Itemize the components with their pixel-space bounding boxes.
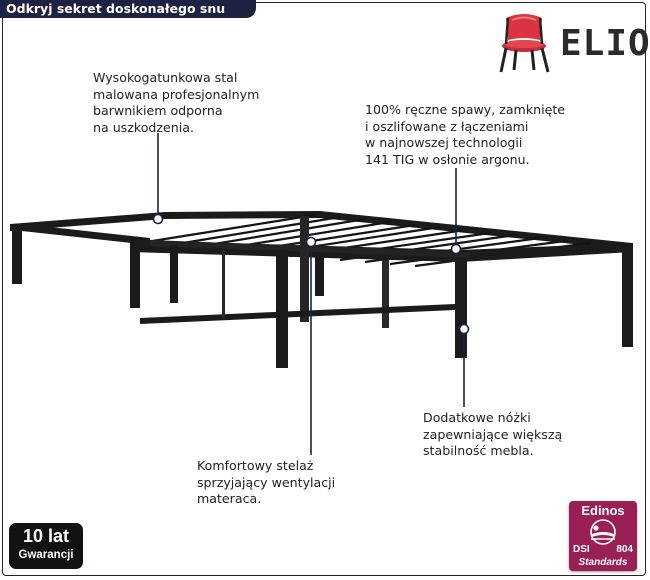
callout-line: materaca. [197,491,262,506]
callout-line: malowana profesjonalnym [93,86,260,102]
certificate-left: DSI [573,544,590,555]
callout-line: Dodatkowe nóżki [423,410,531,425]
sleeping-person-icon [590,519,616,545]
brand-logo [499,14,550,73]
callout-line: w najnowszej technologii [365,135,523,150]
warranty-label: Gwarancji [18,549,74,561]
warranty-years: 10 lat [22,526,70,546]
callout-line: 141 TIG w osłonie argonu. [365,151,530,167]
callout-pointers [152,133,470,455]
callout-slats: Komfortowy stelaż sprzyjający wentylacji… [197,458,335,508]
pointer-dot-steel [152,213,164,225]
callout-line: 100% ręczne spawy, zamknięte [365,102,566,117]
callout-line: Komfortowy stelaż [197,458,314,473]
chair-icon [499,14,550,73]
brand-name: ELIOR [560,23,650,64]
callout-line: na uszkodzenia. [93,119,194,135]
certificate-badge: Edinos DSI 804 Standards [569,501,637,571]
callout-line: stabilność mebla. [423,443,534,458]
bed-frame [10,211,633,368]
callout-line: sprzyjający wentylacji [197,474,336,490]
callout-line: i oszlifowane z łączeniami [365,118,529,134]
callout-steel: Wysokogatunkowa stal malowana profesjona… [93,70,259,136]
warranty-badge: 10 lat Gwarancji [9,523,83,569]
page-title: Odkryj sekret doskonałego snu [0,0,256,18]
callout-legs: Dodatkowe nóżki zapewniające większą sta… [423,410,562,460]
callout-line: barwnikiem odporna [93,103,223,118]
callout-line: Wysokogatunkowa stal [93,70,238,85]
certificate-standards: Standards [578,557,628,568]
pointer-dot-legs [458,323,470,335]
pointer-dot-welds [450,243,462,255]
callout-line: zapewniające większą [423,426,563,442]
certificate-number: 804 [616,544,633,555]
callout-welds: 100% ręczne spawy, zamknięte i oszlifowa… [365,102,565,168]
pointer-dot-slats [305,236,317,248]
certificate-title: Edinos [581,503,625,518]
